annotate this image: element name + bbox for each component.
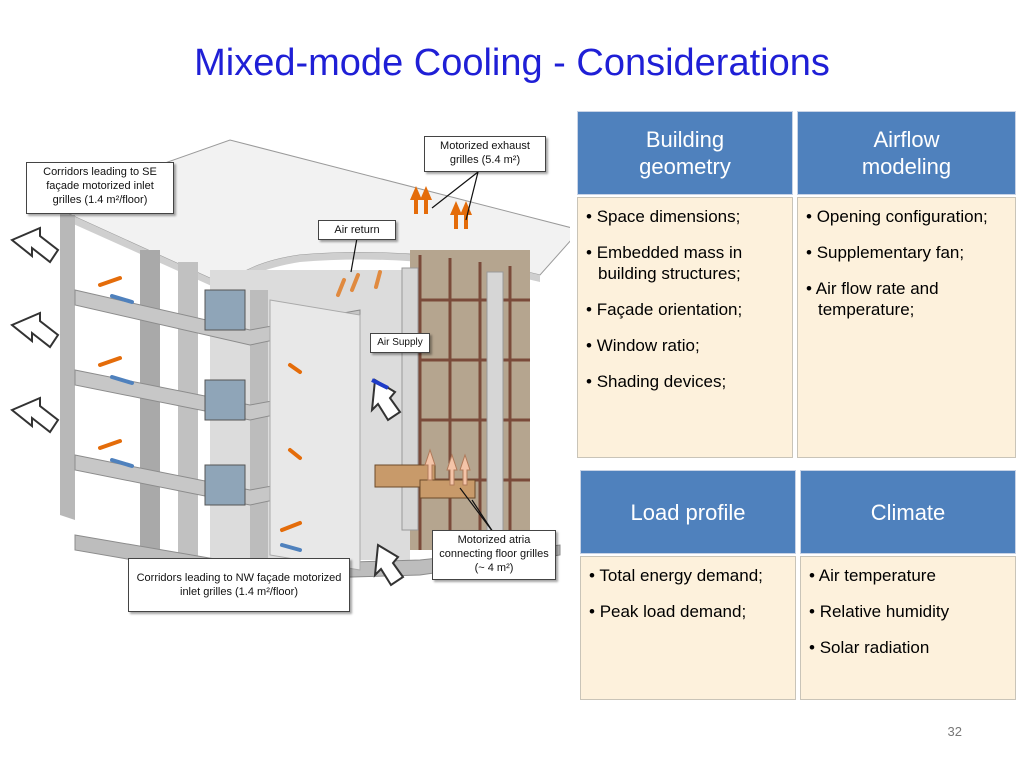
slide-title: Mixed-mode Cooling - Considerations — [194, 42, 830, 84]
callout-se-corridors: Corridors leading to SE façade motorized… — [26, 162, 174, 214]
callout-nw-corridors: Corridors leading to NW façade motorized… — [128, 558, 350, 612]
list-item: • Air flow rate and temperature; — [806, 279, 939, 319]
list-item: • Façade orientation; — [586, 300, 743, 319]
list-item: • Space dimensions; — [586, 207, 741, 226]
list-item: • Relative humidity — [809, 602, 950, 621]
card-header-airflow-modeling: Airflow modeling — [797, 111, 1016, 195]
list-item: • Peak load demand; — [589, 602, 747, 621]
card-header-climate: Climate — [800, 470, 1016, 554]
list-item: • Embedded mass in building structures; — [586, 243, 743, 283]
callout-exhaust-grilles: Motorized exhaust grilles (5.4 m²) — [424, 136, 546, 172]
callout-air-supply: Air Supply — [370, 333, 430, 353]
list-item: • Window ratio; — [586, 336, 700, 355]
callout-air-return: Air return — [318, 220, 396, 240]
list-item: • Opening configuration; — [806, 207, 988, 226]
card-header-building-geometry: Building geometry — [577, 111, 793, 195]
list-item: • Shading devices; — [586, 372, 727, 391]
list-item: • Air temperature — [809, 566, 936, 585]
list-item: • Solar radiation — [809, 638, 930, 657]
card-body-load-profile: • Total energy demand; • Peak load deman… — [580, 556, 796, 700]
list-item: • Supplementary fan; — [806, 243, 965, 262]
page-number: 32 — [947, 724, 962, 739]
card-header-load-profile: Load profile — [580, 470, 796, 554]
card-body-airflow-modeling: • Opening configuration; • Supplementary… — [797, 197, 1016, 458]
list-item: • Total energy demand; — [589, 566, 763, 585]
card-body-building-geometry: • Space dimensions; • Embedded mass in b… — [577, 197, 793, 458]
card-body-climate: • Air temperature • Relative humidity • … — [800, 556, 1016, 700]
callout-atria-grilles: Motorized atria connecting floor grilles… — [432, 530, 556, 580]
